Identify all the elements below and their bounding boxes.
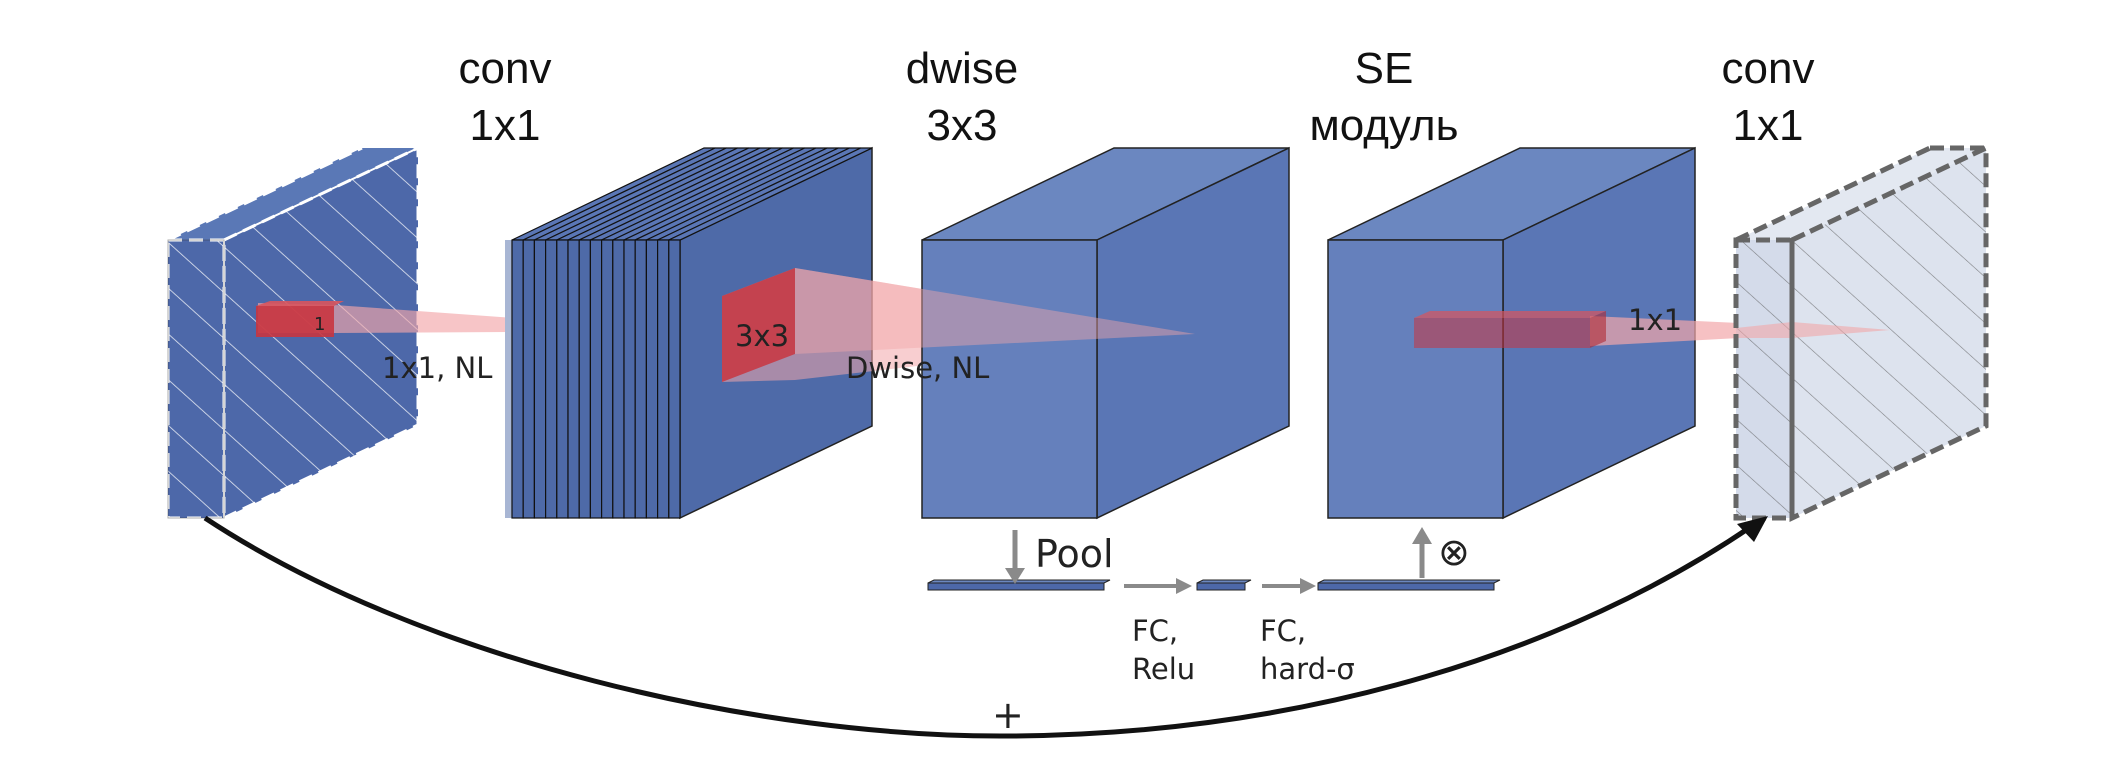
residual-plus: + bbox=[992, 693, 1024, 737]
dwise-block bbox=[921, 146, 1290, 520]
project-kernel bbox=[1414, 318, 1590, 348]
input-kernel bbox=[256, 306, 334, 337]
title-conv-1: conv 1x1 bbox=[459, 44, 552, 150]
se-block bbox=[1327, 146, 1696, 520]
dwise-projection-overlay bbox=[795, 268, 1195, 354]
dwise-kernel bbox=[722, 268, 795, 382]
title-se-line2: модуль bbox=[1309, 101, 1458, 150]
title-dwise-line1: dwise bbox=[906, 44, 1019, 93]
input-kernel-label: 1 bbox=[314, 314, 325, 335]
fc1-vector bbox=[1196, 582, 1246, 591]
fc2-label-line2: hard-σ bbox=[1260, 652, 1355, 686]
expansion-slice bbox=[567, 239, 580, 519]
expansion-slice bbox=[511, 239, 524, 519]
title-conv-2-line2: 1x1 bbox=[1733, 101, 1804, 150]
residual-connection: + bbox=[203, 515, 1768, 739]
se-branch: Pool ⊗ FC, Relu FC, hard-σ bbox=[927, 527, 1501, 686]
multiply-symbol: ⊗ bbox=[1438, 530, 1470, 574]
expansion-slice bbox=[656, 239, 670, 519]
dwise-kernel-label: 3x3 bbox=[735, 319, 789, 353]
expansion-slice bbox=[668, 239, 681, 519]
expansion-slice bbox=[544, 239, 558, 519]
fc2-vector bbox=[1317, 582, 1495, 591]
expand-op-label: 1x1, NL bbox=[382, 351, 492, 385]
output-block bbox=[1733, 144, 1989, 522]
title-conv-1-line2: 1x1 bbox=[470, 101, 541, 150]
expansion-slice bbox=[578, 239, 592, 519]
pool-label: Pool bbox=[1035, 532, 1114, 576]
pooled-vector bbox=[927, 582, 1105, 591]
input-kernel-projection: 1 bbox=[256, 301, 515, 337]
title-se-line1: SE bbox=[1355, 44, 1414, 93]
dwise-op-label: Dwise, NL bbox=[846, 351, 989, 385]
title-conv-2: conv 1x1 bbox=[1722, 44, 1815, 150]
title-dwise-line2: 3x3 bbox=[927, 101, 998, 150]
residual-arrow bbox=[203, 515, 1754, 739]
expansion-slice bbox=[623, 239, 636, 519]
expansion-slice bbox=[522, 239, 536, 519]
title-se: SE модуль bbox=[1309, 44, 1458, 150]
title-dwise: dwise 3x3 bbox=[906, 44, 1019, 150]
project-kernel-label: 1x1 bbox=[1628, 303, 1682, 337]
input-block bbox=[166, 145, 420, 521]
fc1-label-line1: FC, bbox=[1132, 614, 1178, 648]
expansion-block bbox=[505, 146, 873, 520]
title-conv-2-line1: conv bbox=[1722, 44, 1815, 93]
fc1-label-line2: Relu bbox=[1132, 652, 1195, 686]
expansion-slice bbox=[600, 239, 614, 519]
expansion-slice bbox=[645, 239, 659, 519]
expansion-slice bbox=[533, 239, 547, 519]
expansion-slice bbox=[634, 239, 648, 519]
fc2-label-line1: FC, bbox=[1260, 614, 1306, 648]
expansion-slice bbox=[556, 239, 569, 519]
expansion-slice bbox=[589, 239, 603, 519]
expansion-slice bbox=[612, 239, 625, 519]
title-conv-1-line1: conv bbox=[459, 44, 552, 93]
